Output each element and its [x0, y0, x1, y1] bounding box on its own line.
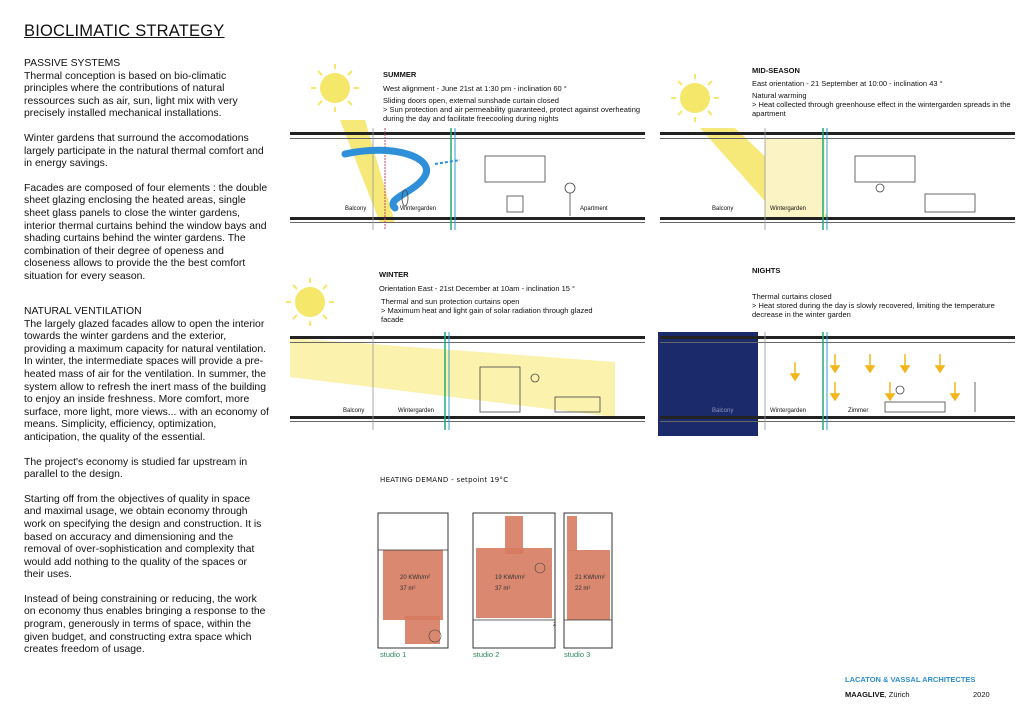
nights-label-balcony: Balcony	[712, 408, 734, 414]
summer-section-drawing	[290, 64, 645, 230]
winter-line-2: Thermal and sun protection curtains open…	[381, 297, 593, 324]
heating-demand-heading: HEATING DEMAND - setpoint 19°C	[380, 476, 509, 484]
midseason-section-drawing	[660, 74, 1015, 230]
architects-credit: LACATON & VASSAL ARCHITECTES	[845, 675, 976, 684]
ventilation-heading: NATURAL VENTILATION	[24, 306, 142, 317]
natural-ventilation-section: NATURAL VENTILATION The largely glazed f…	[24, 306, 269, 657]
winter-sun-icon	[286, 278, 334, 326]
ventilation-paragraph-2: The project's economy is studied far ups…	[24, 456, 248, 481]
ventilation-paragraph-3: Starting off from the objectives of qual…	[24, 493, 262, 581]
project-name: MAAGLIVE, Zürich	[845, 690, 910, 699]
studio-3-kwh: 21 KWh/m²	[575, 575, 606, 581]
studio-2-area: 37 m²	[495, 586, 511, 592]
winter-label-wintergarden: Wintergarden	[398, 408, 435, 414]
passive-paragraph-1: Thermal conception is based on bio-clima…	[24, 70, 238, 120]
ventilation-paragraph-1: The largely glazed facades allow to open…	[24, 318, 269, 443]
studio-1-area: 37 m²	[400, 586, 416, 592]
winter-heading: WINTER	[379, 270, 409, 279]
summer-line-1: West alignment - June 21st at 1:30 pm - …	[383, 84, 567, 93]
studio-1-plan	[377, 512, 449, 649]
nights-label-zimmer: Zimmer	[848, 408, 869, 414]
summer-sun-icon	[311, 64, 359, 112]
studio-2-label: studio 2	[473, 650, 500, 659]
studio-2-kwh: 19 KWh/m²	[495, 575, 526, 581]
midseason-label-wintergarden: Wintergarden	[770, 206, 807, 212]
studio-3-plan	[563, 512, 613, 649]
midseason-label-balcony: Balcony	[712, 206, 734, 212]
summer-heading: SUMMER	[383, 70, 417, 79]
project-year: 2020	[973, 690, 990, 699]
midseason-line-1: East orientation - 21 September at 10:00…	[752, 79, 943, 88]
studio-1-label: studio 1	[380, 650, 407, 659]
passive-systems-heading: PASSIVE SYSTEMS	[24, 58, 121, 69]
heat-arrow-icons	[789, 354, 961, 402]
studio-2-plan	[472, 512, 556, 649]
nights-line-1: Thermal curtains closed > Heat stored du…	[752, 292, 995, 319]
passive-paragraph-2: Winter gardens that surround the accomod…	[24, 132, 264, 170]
summer-line-2: Sliding doors open, external sunshade cu…	[383, 96, 641, 123]
page-title: BIOCLIMATIC STRATEGY	[24, 22, 225, 40]
nights-section-drawing	[658, 332, 1015, 436]
ventilation-paragraph-4: Instead of being constraining or reducin…	[24, 593, 266, 656]
passive-systems-section: PASSIVE SYSTEMS Thermal conception is ba…	[24, 58, 269, 284]
studio-3-label: studio 3	[564, 650, 591, 659]
winter-section-drawing	[286, 278, 645, 430]
midseason-heading: MID-SEASON	[752, 66, 800, 75]
winter-line-1: Orientation East - 21st December at 10am…	[379, 284, 576, 293]
project-city: , Zürich	[884, 690, 910, 699]
passive-paragraph-3: Facades are composed of four elements : …	[24, 182, 268, 282]
midseason-sun-icon	[671, 74, 719, 122]
winter-label-balcony: Balcony	[343, 408, 365, 414]
summer-label-balcony: Balcony	[345, 206, 367, 212]
summer-label-wintergarden: Wintergarden	[400, 206, 437, 212]
midseason-line-2: Natural warming > Heat collected through…	[752, 91, 1011, 118]
nights-label-wintergarden: Wintergarden	[770, 408, 807, 414]
summer-label-apartment: Apartment	[580, 206, 608, 212]
plan-mark: z	[553, 622, 556, 628]
studio-3-area: 22 m²	[575, 586, 591, 592]
project-name-bold: MAAGLIVE	[845, 690, 885, 699]
studio-1-kwh: 20 KWh/m²	[400, 575, 431, 581]
nights-heading: NIGHTS	[752, 266, 781, 275]
heating-plans-drawing	[377, 512, 613, 649]
